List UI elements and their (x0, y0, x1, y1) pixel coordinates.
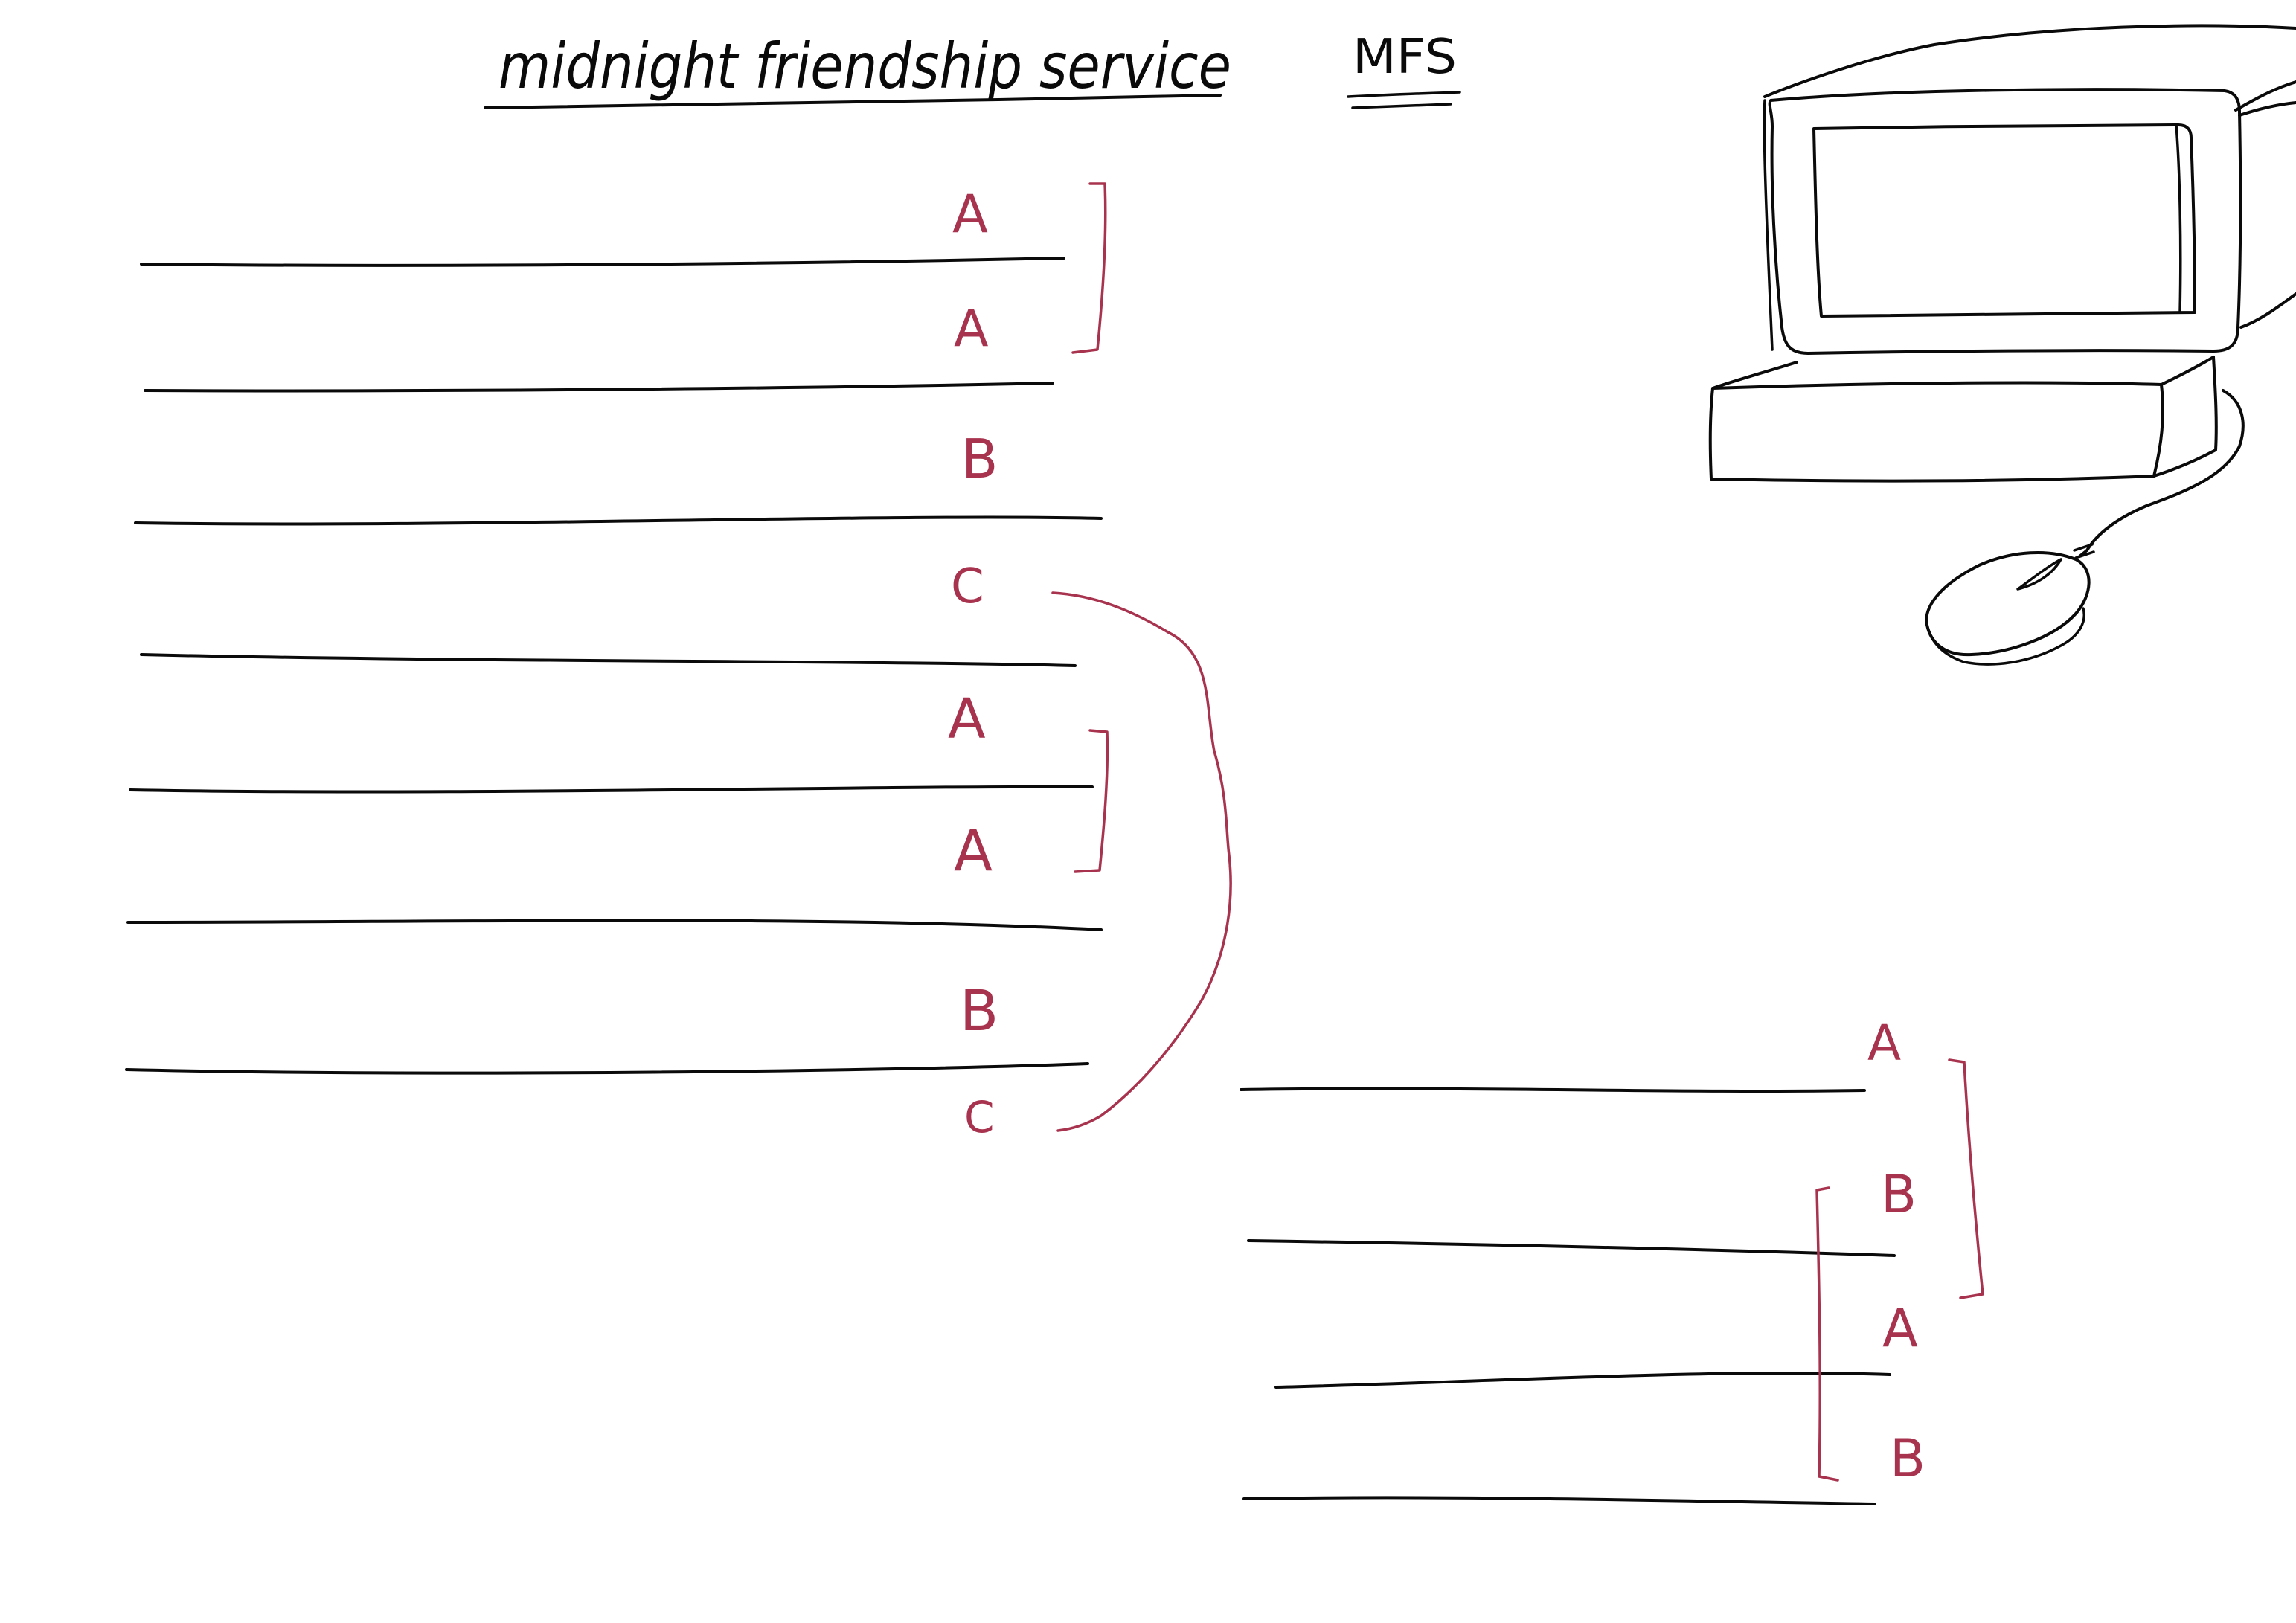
verse-line (1247, 1239, 1896, 1257)
rhyme-label: A (1867, 1015, 1901, 1072)
rhyme-label: B (1881, 1164, 1917, 1225)
verse-line (125, 1062, 1089, 1075)
system-unit-top-right (2160, 356, 2215, 386)
right-stanza-brackets (1815, 1058, 1984, 1482)
rhyme-bracket-AA (1948, 1058, 1984, 1299)
system-unit-top-edge (1711, 361, 1798, 390)
left-stanza-lines (125, 257, 1103, 1075)
acronym-underline-2 (1351, 103, 1452, 109)
verse-line (140, 257, 1065, 267)
verse-line (129, 785, 1094, 794)
verse-line (144, 382, 1054, 393)
verse-line (1240, 1087, 1866, 1093)
monitor-top (1763, 24, 2296, 98)
rhyme-curve-CC (1051, 591, 1232, 1132)
rhyme-label: C (964, 1092, 995, 1142)
right-stanza-labels: A B A B (1867, 1015, 1925, 1489)
acronym-label: MFS (1353, 30, 1457, 85)
monitor-frame (1768, 88, 2242, 355)
verse-line (126, 919, 1103, 931)
title-underline (484, 94, 1222, 109)
rhyme-bracket-AA-top (1071, 182, 1107, 354)
verse-line (140, 653, 1077, 667)
monitor-screen-edge (2175, 123, 2182, 314)
title-group: midnight friendship service MFS (484, 30, 1461, 109)
acronym-underline-1 (1347, 91, 1461, 98)
monitor-top-right (2234, 80, 2296, 112)
rhyme-label: A (1882, 1298, 1918, 1359)
verse-line (134, 515, 1103, 526)
mouse-button-divider (2016, 558, 2062, 591)
rhyme-label: B (961, 428, 998, 490)
mouse-cable (2078, 389, 2245, 558)
page-title: midnight friendship service (498, 30, 1231, 103)
right-stanza-lines (1240, 1087, 1896, 1505)
monitor-side-bottom (2239, 292, 2296, 329)
left-stanza-brackets (1051, 182, 1232, 1132)
mouse-cable-plug (2073, 543, 2095, 559)
mouse-bottom (1925, 607, 2085, 666)
monitor-screen (1812, 123, 2196, 318)
rhyme-label: C (951, 559, 984, 614)
rhyme-label: B (1890, 1428, 1925, 1489)
rhyme-bracket-AA-lower (1074, 729, 1109, 873)
verse-line (1242, 1496, 1876, 1505)
system-unit-side (2152, 356, 2218, 478)
computer-icon (1708, 24, 2296, 666)
rhyme-label: A (954, 817, 993, 884)
rhyme-label: B (960, 977, 998, 1044)
left-stanza-labels: A A B C A A B C (948, 184, 998, 1142)
monitor-side (2238, 101, 2296, 117)
verse-line (1274, 1371, 1891, 1389)
monitor-frame-inner-edge (1763, 99, 1774, 351)
rhyme-label: A (954, 300, 989, 359)
rhyme-label: A (952, 184, 988, 245)
rhyme-bracket-BB (1815, 1186, 1839, 1482)
mouse-body (1925, 550, 2091, 657)
system-unit (1708, 381, 2164, 483)
rhyme-label: A (948, 687, 986, 751)
